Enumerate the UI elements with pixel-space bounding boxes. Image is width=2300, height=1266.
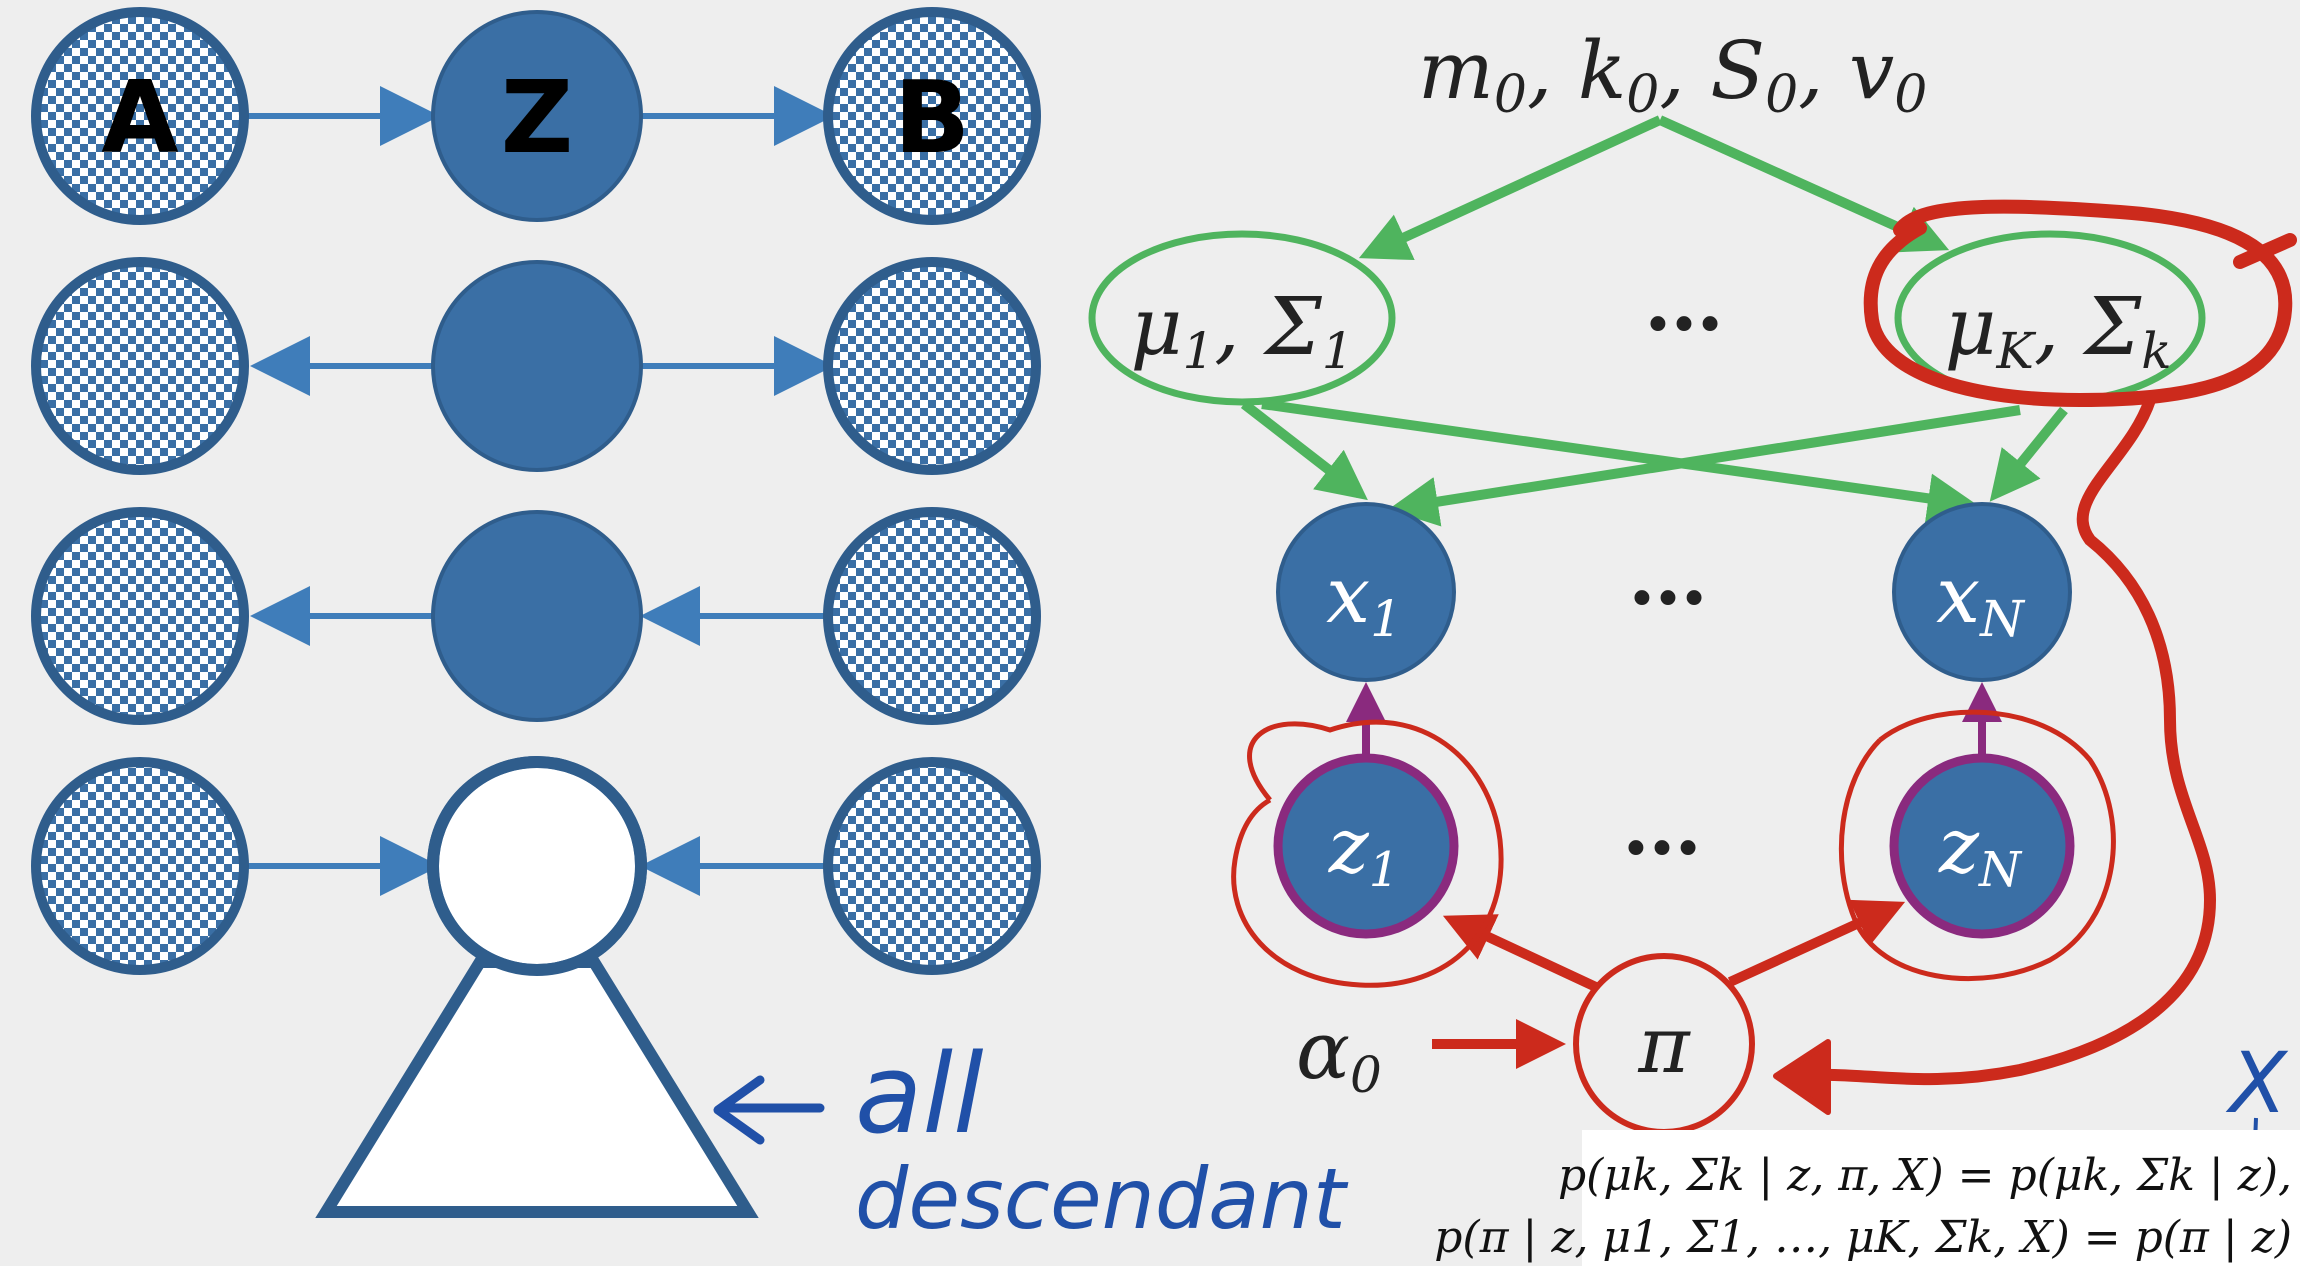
node-b bbox=[823, 7, 1041, 225]
node-xN bbox=[1892, 502, 2072, 682]
node-a bbox=[31, 507, 249, 725]
annotation-arrow bbox=[713, 1075, 825, 1145]
equations: p(μk, Σk | z, π, X) = p(μk, Σk | z), p(π… bbox=[1434, 1130, 2300, 1266]
annotation-line-1: all bbox=[855, 1030, 984, 1158]
node-mu1-sigma1 bbox=[1088, 230, 1396, 406]
row-reverse-chain bbox=[31, 507, 1041, 725]
hyperparameters-label: m0, k0, S0, v0 bbox=[1418, 24, 1927, 125]
node-a bbox=[31, 7, 249, 225]
node-b bbox=[823, 257, 1041, 475]
descendants-annotation: all descendant bbox=[713, 1030, 1349, 1248]
edge-hyper-to-muK bbox=[1657, 115, 1950, 253]
edge-mu1-to-x1 bbox=[1240, 400, 1368, 501]
edge-muK-to-xN bbox=[1989, 406, 2068, 502]
xN-label: xN bbox=[1936, 551, 2026, 648]
alpha-label: α0 bbox=[1296, 1004, 1382, 1104]
edge-pi-to-zN bbox=[1727, 899, 1906, 987]
x1-label: x1 bbox=[1326, 551, 1402, 648]
z1-label: z1 bbox=[1328, 801, 1400, 898]
zN-label: zN bbox=[1938, 801, 2023, 898]
row-fork bbox=[31, 257, 1041, 475]
node-z1 bbox=[1273, 753, 1459, 939]
node-x1 bbox=[1276, 502, 1456, 682]
descendants-triangle bbox=[315, 956, 759, 1218]
node-z-fill-mask bbox=[439, 768, 635, 964]
node-b-label: B bbox=[894, 59, 970, 176]
edge-mu1-to-xN bbox=[1261, 399, 1978, 524]
node-z-observed bbox=[431, 260, 643, 472]
row-chain: A Z B bbox=[31, 7, 1041, 225]
edge-pi-to-z1 bbox=[1442, 914, 1601, 993]
ink-note-x: X bbox=[2225, 1034, 2289, 1132]
annotation-circle-zN bbox=[1838, 709, 2116, 982]
row-collider bbox=[31, 756, 1041, 1218]
equations-background bbox=[1582, 1130, 2300, 1266]
ellipsis-mu: … bbox=[1644, 255, 1724, 349]
node-a bbox=[31, 257, 249, 475]
annotation-line-2: descendant bbox=[855, 1150, 1349, 1248]
pi-label: π bbox=[1637, 1001, 1691, 1091]
node-z-label: Z bbox=[501, 59, 574, 176]
equation-line-1: p(μk, Σk | z, π, X) = p(μk, Σk | z), bbox=[1558, 1150, 2292, 1201]
node-z-observed bbox=[431, 510, 643, 722]
annotation-circle-z1 bbox=[1231, 719, 1504, 988]
node-a bbox=[31, 757, 249, 975]
edge-hyper-to-mu1 bbox=[1358, 115, 1663, 261]
right-panel: m0, k0, S0, v0 μ1, Σ1 … μK, Σk x1 … xN z… bbox=[1088, 24, 2300, 1266]
annotation-circle-muK bbox=[1863, 199, 2297, 408]
ellipsis-x: … bbox=[1628, 529, 1708, 623]
ellipsis-z: … bbox=[1622, 779, 1702, 873]
node-z-outline bbox=[427, 756, 647, 976]
mu1-sigma1-label: μ1, Σ1 bbox=[1130, 280, 1353, 380]
annotation-arrowhead bbox=[1773, 1039, 1831, 1115]
annotation-arrow-muK-to-pi bbox=[1794, 394, 2217, 1086]
node-zN bbox=[1889, 753, 2075, 939]
left-panel: A Z B bbox=[31, 7, 1349, 1248]
node-z-observed bbox=[431, 10, 643, 222]
node-b bbox=[823, 757, 1041, 975]
equation-line-2: p(π | z, μ1, Σ1, …, μK, Σk, X) = p(π | z… bbox=[1434, 1212, 2292, 1263]
node-b bbox=[823, 507, 1041, 725]
node-a-label: A bbox=[101, 59, 178, 176]
muK-sigmak-label: μK, Σk bbox=[1944, 280, 2171, 380]
edge-muK-to-x1 bbox=[1388, 405, 2021, 527]
